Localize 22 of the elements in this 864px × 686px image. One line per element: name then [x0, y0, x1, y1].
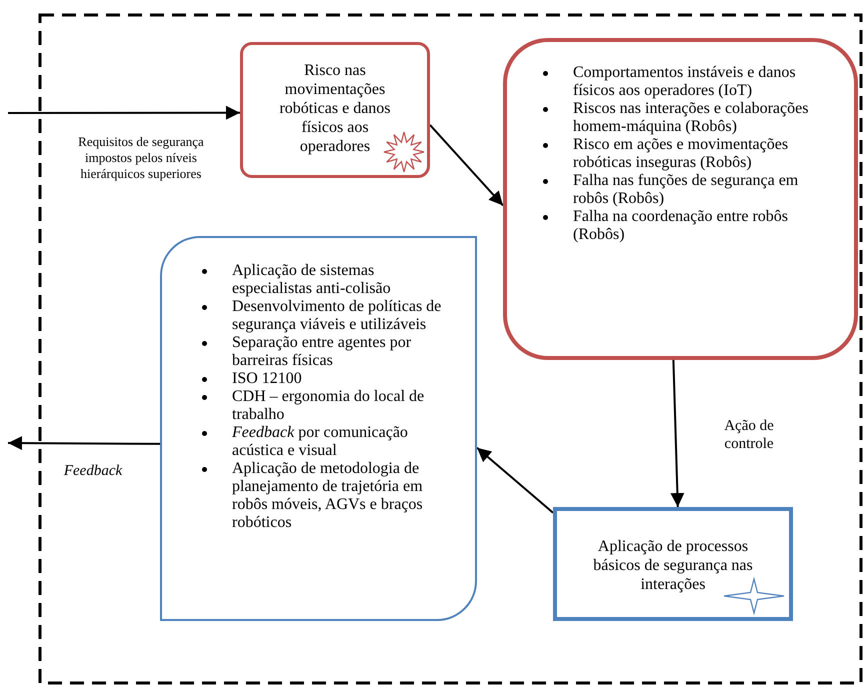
arrow: [429, 124, 504, 206]
node-text: Risco nas movimentações robóticas e danos físicos aos operadores: [278, 61, 392, 156]
bullet-text: Riscos nas interações e colaborações homem-máquina (Robôs): [573, 100, 808, 135]
bullet-text: Feedback por comunicação acústica e visual: [232, 424, 408, 459]
process-box: [553, 507, 793, 621]
bullet-text: Comportamentos instáveis e danos físicos aos operadores (IoT): [573, 64, 796, 99]
arrow: [8, 106, 240, 120]
bullet-text: Separação entre agentes por barreiras físicas: [232, 334, 412, 369]
arrow: [670, 360, 684, 508]
list-box: [503, 38, 858, 360]
bullet-text: ISO 12100: [232, 370, 302, 387]
arrow: [8, 436, 160, 450]
arrow: [476, 446, 554, 514]
process-box: [240, 42, 430, 178]
list-box: [160, 236, 477, 621]
bullet-text: Risco em ações e movimentações robóticas inseguras (Robôs): [573, 136, 788, 171]
bullet-text: Desenvolvimento de políticas de segurança viáveis e utilizáveis: [232, 298, 442, 333]
bullet-text: Aplicação de sistemas especialistas anti-colisão: [232, 262, 391, 297]
bullet-text: Falha na coordenação entre robôs (Robôs): [573, 208, 788, 243]
bullet-text: Falha nas funções de segurança em robôs (Robôs): [573, 172, 798, 207]
node-text: Aplicação de processos básicos de segurança nas interações: [592, 537, 754, 594]
bullet-text: Aplicação de metodologia de planejamento de trajetória em robôs móveis, AGVs e braços robóticos: [232, 460, 423, 531]
